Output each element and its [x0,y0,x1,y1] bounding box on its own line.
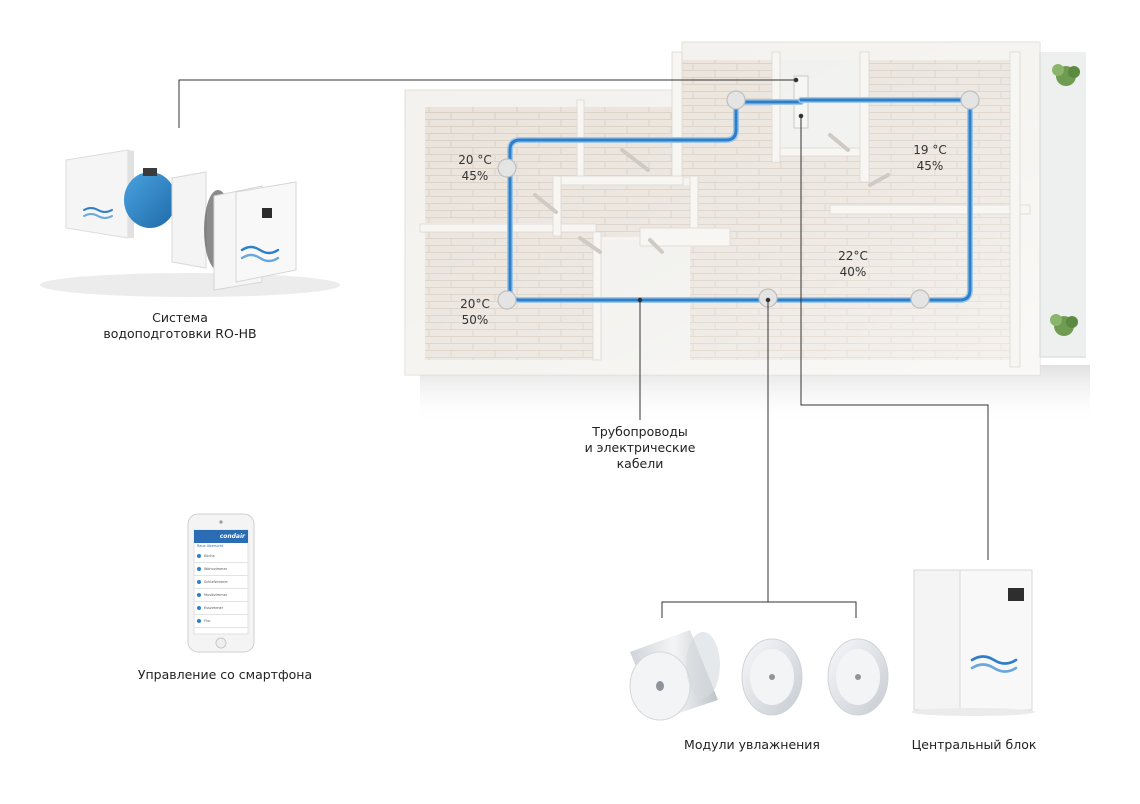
leader-modules [661,300,857,618]
phone-room-item[interactable]: Schlafzimmer [194,576,248,589]
nozzle-marker [726,90,746,110]
phone-room-name: Wohnzimmer [204,567,228,571]
phone-room-item[interactable]: Küche [194,550,248,563]
leader-water-system [178,79,796,128]
phone-room-name: Küche [204,554,215,558]
pipes-label-line1: Трубопроводы [592,424,688,439]
central-unit [911,569,1035,716]
room-climate-right-top: 19 °C 45% [903,142,957,174]
nozzle-marker [960,90,980,110]
water-wave-icon [970,655,1018,673]
smartphone [187,513,255,653]
room-temperature: 19 °C [913,143,947,157]
nozzle-marker [497,158,517,178]
droplet-icon [197,554,201,558]
phone-room-item[interactable]: Esszimmer [194,602,248,615]
plant-icon [1050,314,1078,336]
droplet-icon [197,606,201,610]
phone-room-name: Flur [204,619,211,623]
humidifier-nozzles [497,90,980,310]
leader-central-unit [800,116,989,560]
phone-list-header: Raus Übersicht [197,544,224,548]
balcony [1039,52,1086,358]
droplet-icon [197,593,201,597]
room-climate-left-top: 20 °C 45% [448,152,502,184]
pressure-tank [124,172,176,228]
phone-room-item[interactable]: Musikzimmer [194,589,248,602]
room-climate-left-bottom: 20°C 50% [448,296,502,328]
room-humidity: 45% [916,159,944,173]
phone-room-name: Schlafzimmer [204,580,228,584]
water-wave-icon [83,207,113,219]
water-system-label: Система водоподготовки RO-HB [90,310,270,342]
phone-room-name: Musikzimmer [204,593,228,597]
water-wave-icon [240,245,280,263]
module-disc [741,638,803,716]
room-temperature: 20°C [460,297,490,311]
droplet-icon [197,567,201,571]
pipe-network [497,90,980,310]
water-system-label-line1: Система [152,310,208,325]
nozzle-marker [910,289,930,309]
leader-lines [178,77,989,618]
phone-brand: condair [219,533,245,540]
module-disc [827,638,889,716]
humidification-modules [629,630,889,721]
room-temperature: 20 °C [458,153,492,167]
water-treatment-unit [40,149,340,297]
room-temperature: 22°C [838,249,868,263]
room-climate-right-bottom: 22°C 40% [826,248,880,280]
droplet-icon [197,619,201,623]
modules-label: Модули увлажнения [684,737,820,752]
smartphone-label: Управление со смартфона [137,667,313,682]
room-humidity: 40% [839,265,867,279]
control-display [1008,588,1024,601]
pipes-label-line2: и электрические [584,440,696,455]
pipes-label: Трубопроводы и электрические кабели [560,424,720,472]
room-humidity: 50% [461,313,489,327]
water-system-label-line2: водоподготовки RO-HB [103,326,257,341]
central-unit-label: Центральный блок [911,737,1037,752]
doors [533,133,890,254]
plant-icon [1052,64,1080,86]
phone-room-item[interactable]: Wohnzimmer [194,563,248,576]
nozzle-marker [497,290,517,310]
module-cylinder [629,630,720,721]
phone-room-name: Esszimmer [204,606,224,610]
droplet-icon [197,580,201,584]
phone-room-item[interactable]: Flur [194,615,248,628]
pipes-label-line3: кабели [616,456,664,471]
app-header-bar [194,530,248,543]
room-humidity: 45% [461,169,489,183]
